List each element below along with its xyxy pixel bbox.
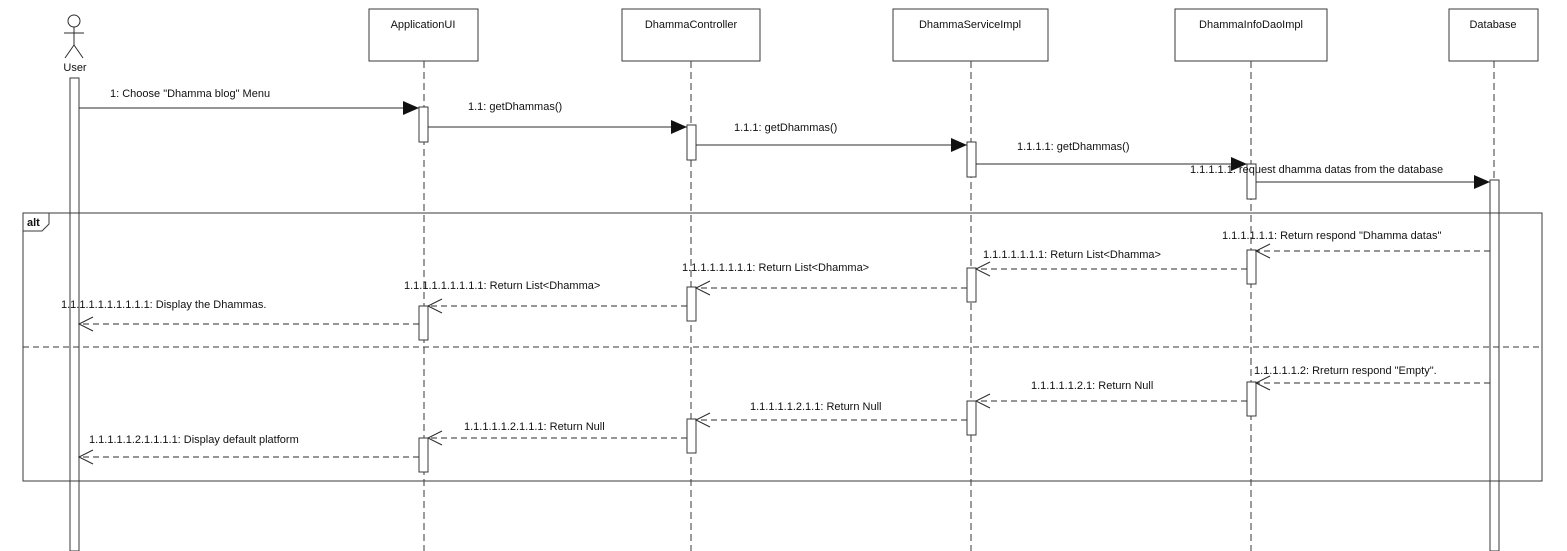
lifeline-label: DhammaInfoDaoImpl <box>1199 19 1303 31</box>
message-label: 1: Choose "Dhamma blog" Menu <box>110 88 270 100</box>
message-1-1-1-1-1: 1.1.1.1.1: request dhamma datas from the… <box>1190 164 1490 189</box>
open-arrowhead-icon <box>77 316 94 332</box>
filled-arrowhead-icon <box>403 101 419 115</box>
open-arrowhead-icon <box>974 393 991 409</box>
alt-fragment: alt <box>22 212 1543 482</box>
lifeline-box <box>892 8 1049 62</box>
alt-operator-label: alt <box>27 217 40 229</box>
message-return-10: 1.1.1.1.1.2.1.1.1.1: Display default pla… <box>77 434 419 465</box>
message-return-9: 1.1.1.1.1.2.1.1.1: Return Null <box>426 421 687 446</box>
actor-user: User <box>63 14 87 551</box>
message-return-2: 1.1.1.1.1.1.1: Return List<Dhamma> <box>974 249 1247 277</box>
message-1-1: 1.1: getDhammas() <box>428 101 687 134</box>
activation-bar-service <box>966 267 977 303</box>
lifeline-box <box>368 8 479 62</box>
message-1-1-1: 1.1.1: getDhammas() <box>696 122 967 152</box>
message-return-7: 1.1.1.1.1.2.1: Return Null <box>974 380 1247 409</box>
message-label: 1.1.1.1.1.1.1.1: Return List<Dhamma> <box>682 262 869 274</box>
activation-bar-database <box>1489 179 1500 551</box>
filled-arrowhead-icon <box>671 120 687 134</box>
message-label: 1.1.1.1: getDhammas() <box>1017 141 1130 153</box>
lifeline-label: Database <box>1469 19 1516 31</box>
open-arrowhead-icon <box>426 430 443 446</box>
message-label: 1.1.1.1.1.2.1: Return Null <box>1031 380 1153 392</box>
message-label: 1.1: getDhammas() <box>468 101 562 113</box>
open-arrowhead-icon <box>426 298 443 314</box>
activation-bar-ui <box>418 437 429 473</box>
activation-bar-controller <box>686 286 697 322</box>
message-label: 1.1.1.1.1: request dhamma datas from the… <box>1190 164 1443 176</box>
message-1-1-1-1: 1.1.1.1: getDhammas() <box>976 141 1247 171</box>
open-arrowhead-icon <box>1254 375 1271 391</box>
message-label: 1.1.1.1.1.2.1.1.1: Return Null <box>464 421 605 433</box>
activation-bar-user <box>69 77 80 551</box>
lifeline-label: DhammaServiceImpl <box>919 19 1021 31</box>
message-return-4: 1.1.1.1.1.1.1.1.1: Return List<Dhamma> <box>404 280 687 314</box>
message-return-5: 1.1.1.1.1.1.1.1.1.1: Display the Dhammas… <box>61 299 419 332</box>
lifeline-dhamma-controller: DhammaController <box>621 8 761 551</box>
alt-frame-tab <box>22 213 50 232</box>
lifeline-label: ApplicationUI <box>391 19 456 31</box>
filled-arrowhead-icon <box>1231 157 1247 171</box>
message-return-3: 1.1.1.1.1.1.1.1: Return List<Dhamma> <box>682 262 967 296</box>
lifeline-box <box>621 8 761 62</box>
message-1: 1: Choose "Dhamma blog" Menu <box>79 88 419 115</box>
filled-arrowhead-icon <box>1474 175 1490 189</box>
message-return-6: 1.1.1.1.1.2: Rreturn respond "Empty". <box>1254 365 1490 391</box>
activation-bar-ui <box>418 106 429 143</box>
open-arrowhead-icon <box>974 261 991 277</box>
activation-bar-dao <box>1246 381 1257 417</box>
message-label: 1.1.1.1.1.2.1.1.1.1: Display default pla… <box>89 434 299 446</box>
message-label: 1.1.1: getDhammas() <box>734 122 837 134</box>
message-label: 1.1.1.1.1.1.1: Return List<Dhamma> <box>983 249 1161 261</box>
message-label: 1.1.1.1.1.1.1.1.1.1: Display the Dhammas… <box>61 299 266 311</box>
activation-bar-dao <box>1246 249 1257 285</box>
message-return-1: 1.1.1.1.1.1: Return respond "Dhamma data… <box>1222 230 1490 259</box>
lifeline-dhamma-service-impl: DhammaServiceImpl <box>892 8 1049 551</box>
stick-figure-icon <box>64 14 84 59</box>
message-return-8: 1.1.1.1.1.2.1.1: Return Null <box>694 401 967 428</box>
activation-bar-service <box>966 141 977 178</box>
filled-arrowhead-icon <box>951 138 967 152</box>
lifeline-label: DhammaController <box>645 19 738 31</box>
message-label: 1.1.1.1.1.1: Return respond "Dhamma data… <box>1222 230 1441 242</box>
open-arrowhead-icon <box>694 280 711 296</box>
message-label: 1.1.1.1.1.2.1.1: Return Null <box>750 401 881 413</box>
activation-bar-controller <box>686 124 697 161</box>
open-arrowhead-icon <box>77 449 94 465</box>
lifeline-box <box>1174 8 1328 62</box>
open-arrowhead-icon <box>1254 243 1271 259</box>
lifeline-dhamma-info-dao-impl: DhammaInfoDaoImpl <box>1174 8 1328 551</box>
lifeline-box <box>1448 8 1539 62</box>
activation-bar-ui <box>418 305 429 341</box>
message-label: 1.1.1.1.1.2: Rreturn respond "Empty". <box>1254 365 1437 377</box>
activation-bar-controller <box>686 418 697 454</box>
activation-bar-service <box>966 400 977 436</box>
open-arrowhead-icon <box>694 412 711 428</box>
message-label: 1.1.1.1.1.1.1.1.1: Return List<Dhamma> <box>404 280 600 292</box>
actor-label: User <box>63 62 87 74</box>
